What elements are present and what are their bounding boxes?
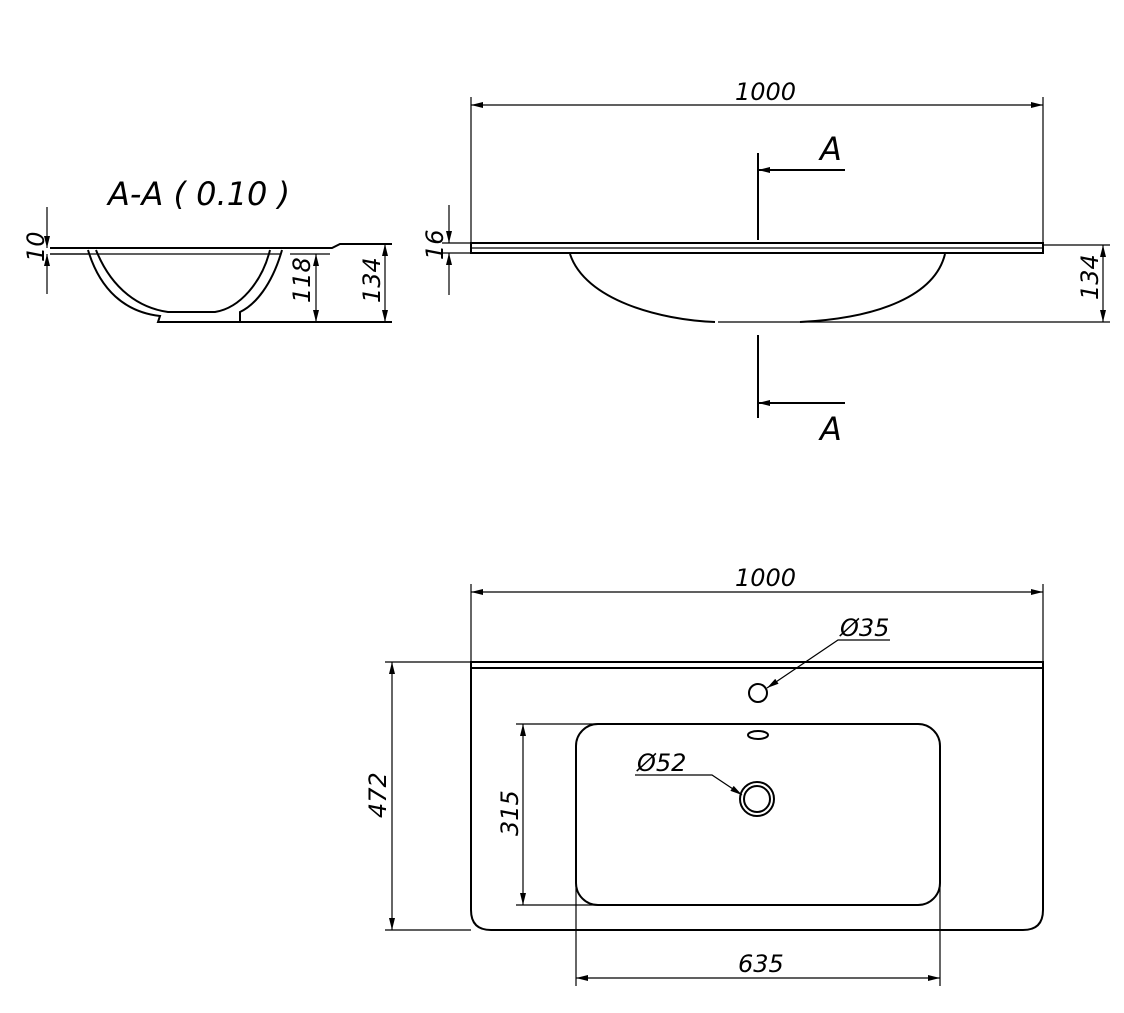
section-title: A-A ( 0.10 ) — [106, 175, 290, 213]
tap-hole-label: Ø35 — [839, 614, 889, 642]
section-bowl-wall — [239, 249, 283, 322]
section-mark-top: A — [818, 130, 842, 168]
dim-635-label: 635 — [738, 950, 784, 978]
section-top-edge — [50, 243, 392, 249]
section-mark-bottom: A — [818, 410, 842, 448]
plan-view: 1000 Ø35 Ø52 472 315 635 — [364, 564, 1044, 986]
section-bowl-outer — [87, 249, 392, 323]
tap-hole-leader — [766, 639, 890, 689]
plan-dim-1000-label: 1000 — [735, 564, 796, 592]
drain-hole-inner — [743, 785, 771, 813]
dim-315-label: 315 — [496, 790, 524, 836]
dim-1000-label: 1000 — [735, 78, 796, 106]
section-bowl-inner — [95, 249, 271, 313]
drain-hole-outer — [739, 781, 775, 817]
tap-hole — [748, 683, 768, 703]
dim-10-label: 10 — [22, 231, 50, 262]
overflow-hole — [747, 730, 769, 740]
front-bowl-outline — [569, 253, 946, 323]
dim-134-front-label: 134 — [1076, 254, 1104, 300]
dim-16-label: 16 — [421, 229, 449, 260]
dim-134-label: 134 — [358, 257, 386, 303]
drain-leader — [635, 774, 743, 796]
front-view: 1000 134 16 A A — [421, 78, 1110, 448]
drain-label: Ø52 — [636, 749, 686, 777]
section-view: A-A ( 0.10 ) 10 118 134 — [22, 175, 392, 323]
basin-outline — [575, 723, 941, 906]
countertop-outline — [470, 661, 1044, 931]
dim-118-label: 118 — [288, 257, 316, 303]
dim-472-label: 472 — [364, 772, 392, 818]
